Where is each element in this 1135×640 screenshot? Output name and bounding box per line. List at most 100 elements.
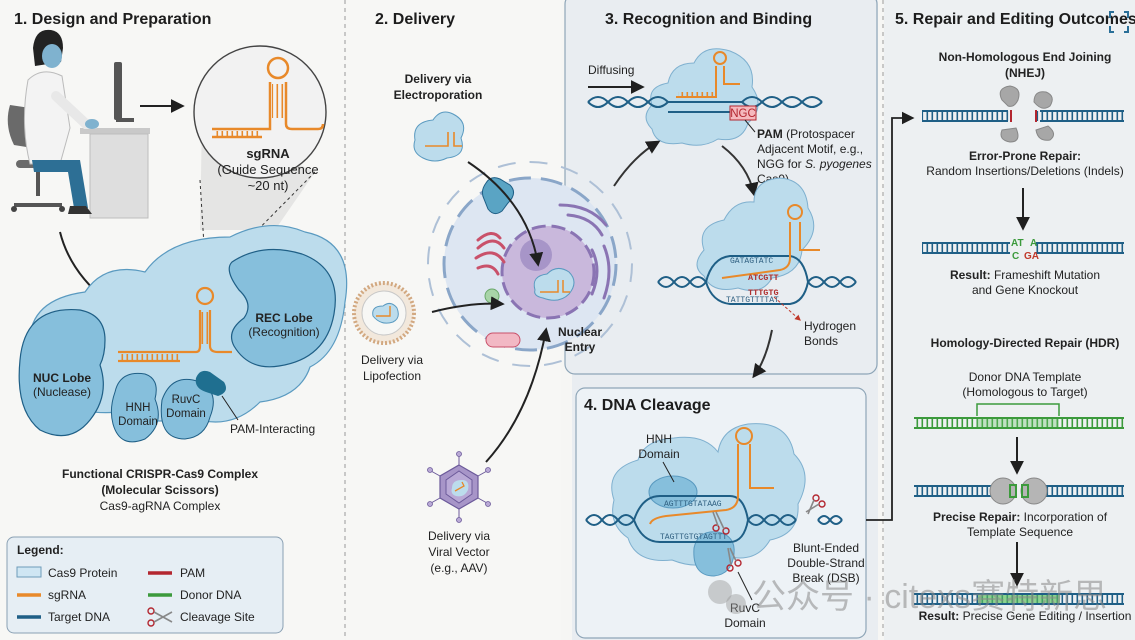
watermark-text: 公众号 · citexs赛特新思 [752,578,1107,616]
pam-description-2: Adjacent Motif, e.g., [757,142,863,156]
pam-ngc-label: NGC [730,108,756,120]
lipofection-label-1: Delivery via [361,353,423,367]
diffusing-label: Diffusing [588,63,634,77]
hdr-repair-dna [914,477,1124,505]
ruvc-pointer [737,571,753,601]
ruvc-domain-label-2: Domain [166,408,206,420]
panel-3-title: 3. Recognition and Binding [605,11,812,28]
electroporation-label-1: Delivery via [405,72,472,86]
arrow-electroporation-to-nucleus [467,161,544,267]
hdr-result-rest: Precise Gene Editing / Insertion [959,609,1131,623]
indel-top-2: A [1030,238,1037,249]
nhej-broken-dna [922,85,1126,143]
edited-dna [914,593,1124,605]
rloop-cas9-blob [696,177,815,291]
rec-lobe-label: REC Lobe [255,311,313,325]
rloop-dna [657,255,857,305]
cas9-sgrna-hairpin [118,286,232,363]
indel-bottom-1: C [1012,251,1019,262]
precise-repair-2: Template Sequence [967,525,1073,539]
scissors-icon [147,607,173,627]
arrow-cell-to-recognition [613,140,661,187]
watermark: 公众号 · citexs赛特新思 [708,578,1107,616]
viral-vector-label-2: Viral Vector [428,545,489,559]
cleavage-sgrna [649,427,774,525]
panel-4-title: 4. DNA Cleavage [584,397,711,414]
pam-bold: PAM [757,127,783,141]
rec-lobe-sub: (Recognition) [248,325,319,339]
arrow-lipofection-to-nucleus [431,296,505,313]
cleavage-dna [585,495,843,543]
pam-description-1: PAM (Protospacer [757,127,855,141]
nhej-result-bold: Result: [950,268,991,282]
legend-label-pam: PAM [180,566,205,580]
indel-top-1: AT [1011,238,1024,249]
donor-template-label-2: (Homologous to Target) [962,385,1087,399]
hnh-domain-label-1: HNH [126,402,151,414]
nhej-result-2: and Gene Knockout [972,283,1079,297]
rloop-seq-top: GATAGTATC [730,257,773,266]
arrow-to-cleavage [752,329,773,379]
rloop-sgrna [721,204,820,279]
panel-1-title: 1. Design and Preparation [14,11,211,28]
complex-caption-3: Cas9-agRNA Complex [100,499,221,513]
legend-label-target-dna: Target DNA [48,610,110,624]
precise-repair-rest: Incorporation of [1020,510,1107,524]
pam-rest-1: (Protospacer [783,127,855,141]
scissors-icon [726,547,742,572]
panel-2-title: 2. Delivery [375,11,455,28]
dsb-label-3: Break (DSB) [792,571,859,585]
viral-vector-label-3: (e.g., AAV) [430,561,487,575]
complex-caption-1: Functional CRISPR-Cas9 Complex [62,467,258,481]
ruvc-domain-label-1: RuvC [172,394,201,406]
expand-icon[interactable] [1109,11,1129,33]
dsb-label-1: Blunt-Ended [793,541,859,555]
cas9-complex [18,224,348,443]
sgrna-zoom-callout [193,45,327,263]
nuclear-entry-label-2: Entry [565,340,596,354]
lipofection-liposome [352,281,416,345]
nuc-lobe-label: NUC Lobe [33,371,91,385]
hydrogen-bond-pointer [773,296,801,321]
donor-template-label-1: Donor DNA Template [969,370,1082,384]
nhej-result-rest: Frameshift Mutation [991,268,1100,282]
legend: Legend: Cas9 Protein PAM sgRNA Donor DNA… [6,536,284,634]
sgrna-sub-2: ~20 nt) [248,178,289,193]
hdr-title: Homology-Directed Repair (HDR) [931,336,1120,350]
legend-label-cleavage-site: Cleavage Site [180,610,255,624]
indel-bottom-2: GA [1024,251,1039,262]
cleavage-hnh-label-1: HNH [646,432,672,446]
sgrna-hairpin-icon [212,56,325,139]
legend-label-donor-dna: Donor DNA [180,588,241,602]
error-prone-desc: Random Insertions/Deletions (Indels) [926,164,1123,178]
pam-species: S. pyogenes [805,157,872,171]
panel-5-title: 5. Repair and Editing Outcomes [895,11,1135,28]
cleavage-hnh-domain [648,475,698,509]
arrow-binding-to-unwinding [721,145,759,197]
hnh-domain-label-2: Domain [118,416,158,428]
legend-swatch-cas9 [16,566,42,578]
rloop-seq-mid-1: ATCGTT [748,273,779,283]
error-prone-title: Error-Prone Repair: [969,149,1081,163]
nuclear-entry-label-1: Nuclear [558,325,602,339]
cleavage-hnh-label-2: Domain [638,447,679,461]
electroporation-label-2: Electroporation [394,88,483,102]
legend-label-sgrna: sgRNA [48,588,86,602]
dsb-label-2: Double-Strand [787,556,864,570]
scientist-illustration [7,29,150,219]
nhej-result-1: Result: Frameshift Mutation [950,268,1100,282]
rloop-seq-bottom: TATTGTTTTAT [726,296,779,305]
pam-ngc-box [729,105,757,121]
pam-interacting-pointer [221,395,239,421]
nhej-title-1: Non-Homologous End Joining [939,50,1112,64]
cleavage-cas9-blob [611,423,806,566]
electroporation-cas9-blob [413,111,465,162]
scissors-icon [712,511,730,535]
lipofection-label-2: Lipofection [363,369,421,383]
pam-rest-3a: NGG for [757,157,805,171]
pam-description-3: NGG for S. pyogenes [757,157,872,171]
indel-dna [922,242,1126,254]
precise-repair-1: Precise Repair: Incorporation of [933,510,1108,524]
pam-pointer [744,119,756,133]
arrow-cleavage-to-repair [866,111,915,521]
